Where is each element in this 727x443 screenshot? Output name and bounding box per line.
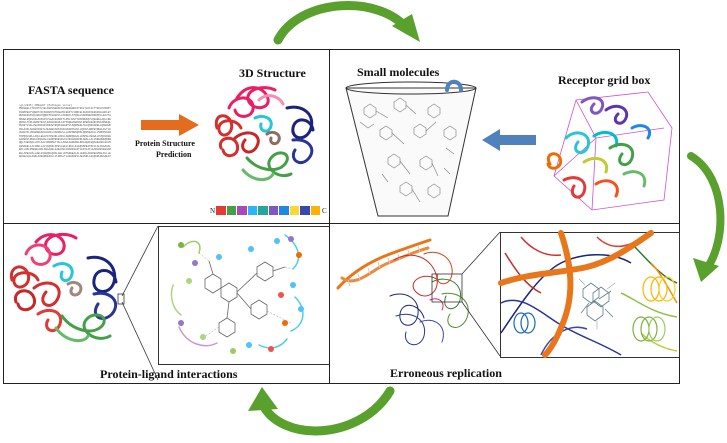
domain-segment <box>300 206 310 215</box>
domain-color-bar <box>216 206 320 215</box>
panel-erroneous-replication: Erroneous replication <box>329 223 680 384</box>
fasta-line: GAPEDVLRDWLLRQAAALLHARPEDEVWLDLVRAHAGDPR… <box>19 138 111 142</box>
fasta-line: EELAPEALRLLAELGVAEQDLQRALAELLRTGDEEALALL… <box>19 151 111 155</box>
protein-3d-structure <box>214 86 315 181</box>
panel-docking-setup: Small molecules Receptor grid box <box>329 49 680 224</box>
fasta-sequence-text: >gi|2345| FMSgmV7 [Pathogen virus]MSKGEE… <box>19 104 111 160</box>
fasta-line: TRPQQLGRLLAQLLEELPGTPGADLLRRLLAWDRQHAALL… <box>19 134 111 138</box>
zoom-lines <box>117 225 159 381</box>
small-molecules-label: Small molecules <box>357 65 440 79</box>
molecule-library-funnel <box>345 81 477 217</box>
replication-zoom-detail <box>498 230 678 358</box>
interaction-diagram <box>170 234 304 354</box>
domain-segment <box>289 206 299 215</box>
domain-segment <box>258 206 268 215</box>
fasta-line: DSLAAKLAGGEVFRGTLAEAGEFARSIASAVEGRTHHVLL… <box>19 127 111 131</box>
fasta-line: RHNIEDGSVQLADHYQQNTPIGDGPVLLPDNHYLSTQSAL… <box>19 114 111 118</box>
dna-polymerase-complex <box>336 238 469 346</box>
color-bar-n-label: N <box>210 207 216 215</box>
fasta-line: PHGSTLSALVEAIRASGVKNVWYRQDFGEGRYVLSQRPEN… <box>19 124 111 128</box>
domain-segment <box>279 206 289 215</box>
fasta-line: RALLRSLRSEEELRALSEAAAGLGAEAVEALRARGSLRTL… <box>19 148 111 152</box>
fasta-line: ASSAEELLALVRELLALVGQGSLSPEVLGELLRELLELEQ… <box>19 144 111 148</box>
receptor-grid-box <box>546 91 673 211</box>
prediction-arrow <box>141 114 199 136</box>
domain-segment <box>268 206 278 215</box>
structure3d-label: 3D Structure <box>239 66 306 80</box>
fasta-line: MSKGEELFTGVVPILVELDGDVNGHKFSVSGEGEGDATYG… <box>19 107 111 111</box>
bottom-curved-arrow <box>248 386 395 436</box>
molecule-drop-icon <box>445 79 463 92</box>
erroneous-replication-label: Erroneous replication <box>390 366 502 380</box>
fasta-line: GDAEALHLAARLAAEGRHEAALLVLDRALTLAGGDAEVLA… <box>19 155 111 159</box>
replication-zoom-box <box>500 232 680 358</box>
panel-protein-ligand: Protein-ligand interactions <box>3 223 330 384</box>
fasta-line: QQLTAEDQALLRTLAALVRDRPETTALLAGWLGGDEDELR… <box>19 141 111 145</box>
panel-structure-prediction: FASTA sequence >gi|2345| FMSgmV7 [Pathog… <box>3 49 330 224</box>
protein-ligand-complex <box>9 232 118 343</box>
fasta-line: QGNVLYFDLHGRSTDAVLRAAGKGEHLAITPGQEVRWFRV… <box>19 121 111 125</box>
right-curved-arrow <box>687 152 725 282</box>
domain-segment <box>237 206 247 215</box>
docking-arrow <box>482 129 536 151</box>
fasta-line: >gi|2345| FMSgmV7 [Pathogen virus] <box>19 104 72 107</box>
fasta-label: FASTA sequence <box>28 83 114 97</box>
domain-segment <box>310 206 320 215</box>
prediction-label-line2: Prediction <box>156 150 192 159</box>
fasta-line: VEAGVKLVRAHRGEARLHAKFLIADDRVLLLGSPNWSQRS… <box>19 131 111 135</box>
prediction-label-line1: Protein Structure <box>135 139 195 148</box>
domain-segment <box>216 206 226 215</box>
receptor-grid-label: Receptor grid box <box>558 73 651 87</box>
top-curved-arrow <box>273 1 420 45</box>
fasta-line: MAAWLRQIEASLAKPGDTVLEAFGGSRFTLPNLIVEYTRA… <box>19 117 111 121</box>
domain-segment <box>226 206 236 215</box>
color-bar-c-label: C <box>322 207 327 215</box>
fasta-line: KSAMPEGYVQERTIFFKDDGNYKTRAEVKFEGDTLVNRIE… <box>19 110 111 114</box>
protein-ligand-label: Protein-ligand interactions <box>100 367 238 381</box>
zoom-lines-replication <box>461 231 501 357</box>
domain-segment <box>247 206 257 215</box>
